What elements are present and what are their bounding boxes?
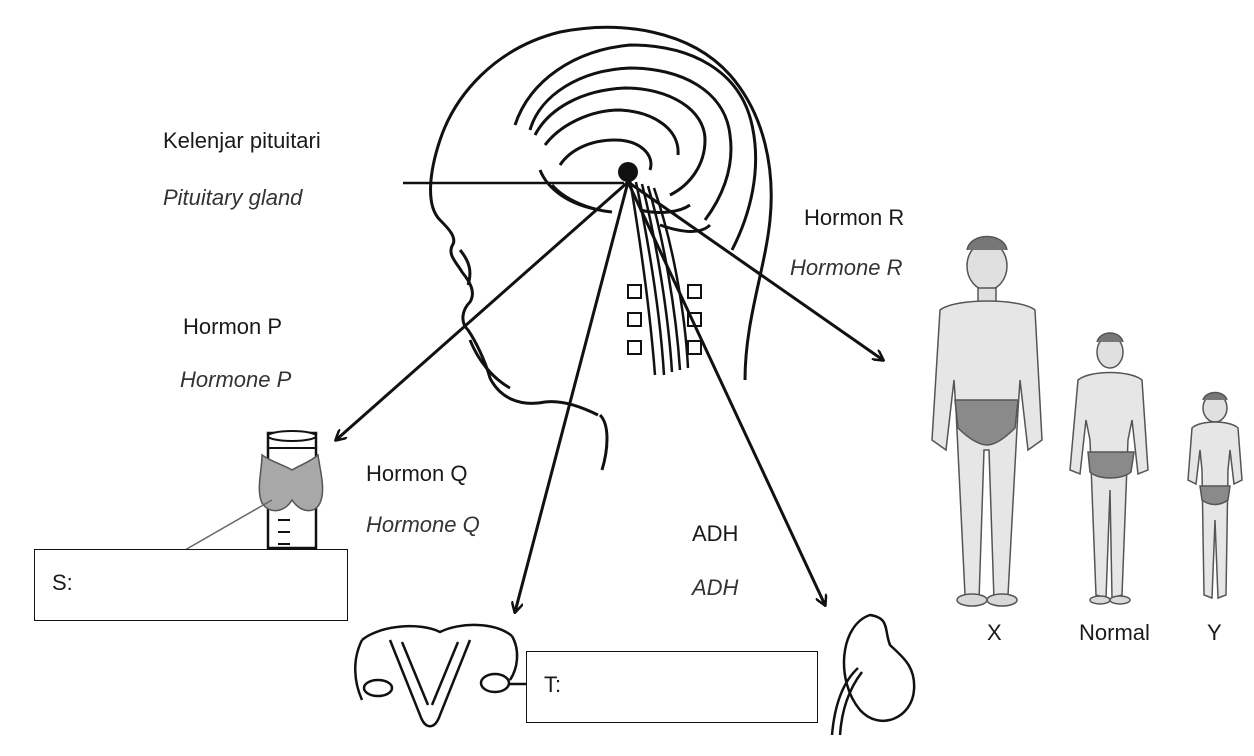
figure-y-label: Y xyxy=(1207,620,1222,646)
hormone-r-label-ms: Hormon R xyxy=(804,205,904,231)
figure-y xyxy=(1188,393,1242,599)
reproductive-organ-illustration xyxy=(355,625,530,726)
pituitary-label-en: Pituitary gland xyxy=(163,185,302,211)
arrow-to-ovary xyxy=(515,182,628,612)
answer-box-t-label: T: xyxy=(544,672,561,698)
figure-normal-label: Normal xyxy=(1079,620,1150,646)
hormone-p-label-ms: Hormon P xyxy=(183,314,282,340)
answer-box-s-label: S: xyxy=(52,570,73,596)
hormone-q-label-en: Hormone Q xyxy=(366,512,480,538)
hormone-r-label-en: Hormone R xyxy=(790,255,902,281)
thyroid-illustration xyxy=(185,431,323,550)
figure-x xyxy=(932,237,1042,607)
figure-x-label: X xyxy=(987,620,1002,646)
hormone-p-label-en: Hormone P xyxy=(180,367,291,393)
adh-label-ms: ADH xyxy=(692,521,738,547)
answer-box-s[interactable]: S: xyxy=(34,549,348,621)
figure-normal xyxy=(1070,333,1148,604)
kidney-illustration xyxy=(832,615,914,735)
pituitary-gland-dot xyxy=(618,162,638,182)
hormone-q-label-ms: Hormon Q xyxy=(366,461,467,487)
arrow-to-thyroid xyxy=(336,182,628,440)
answer-box-t[interactable]: T: xyxy=(526,651,818,723)
adh-label-en: ADH xyxy=(692,575,738,601)
pituitary-label-ms: Kelenjar pituitari xyxy=(163,128,321,154)
head-illustration xyxy=(431,27,772,470)
